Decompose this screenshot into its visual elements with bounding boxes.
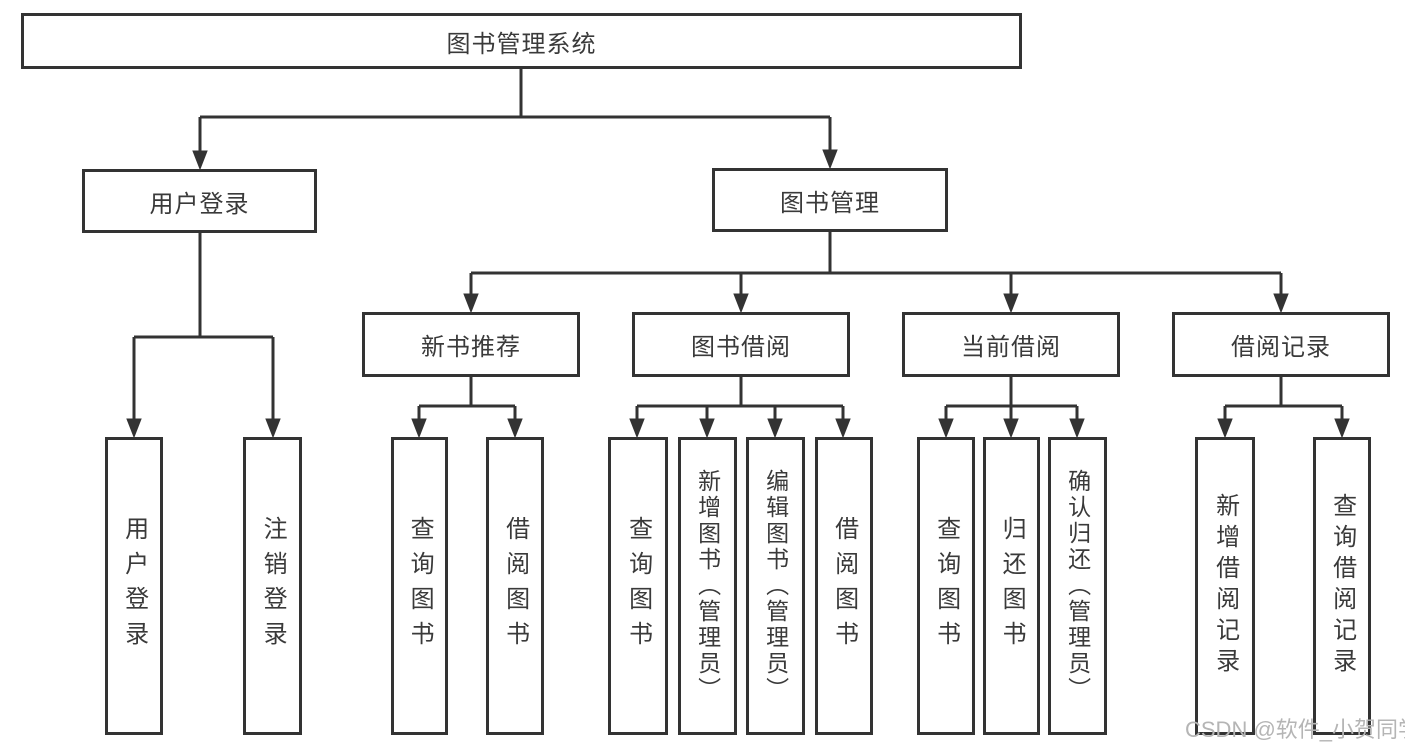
node-book-management-label: 图书管理 (780, 189, 880, 217)
leaf-current-return-books: 归还图书 (983, 437, 1040, 735)
node-book-borrowing: 图书借阅 (632, 312, 850, 377)
connector-borrow-to-leaves (629, 377, 851, 439)
leaf-borrow-edit-books-admin: 编辑图书（管理员） (746, 437, 805, 735)
node-book-borrowing-label: 图书借阅 (691, 334, 791, 361)
leaf-borrow-borrow-books: 借阅图书 (815, 437, 873, 735)
node-new-book-recommend-label: 新书推荐 (421, 334, 521, 361)
node-book-management: 图书管理 (712, 168, 948, 232)
leaf-user-login-label: 用户登录 (120, 516, 148, 656)
node-user-login: 用户登录 (82, 169, 317, 233)
leaf-current-confirm-return-admin: 确认归还（管理员） (1048, 437, 1107, 735)
leaf-newbook-borrow-books: 借阅图书 (486, 437, 544, 735)
leaf-borrow-add-books-admin: 新增图书（管理员） (678, 437, 737, 735)
node-borrowing-records: 借阅记录 (1172, 312, 1390, 377)
leaf-user-login: 用户登录 (105, 437, 163, 735)
leaf-current-return-books-label: 归还图书 (998, 516, 1026, 656)
leaf-borrow-query-books: 查询图书 (608, 437, 668, 735)
leaf-newbook-borrow-books-label: 借阅图书 (501, 516, 529, 656)
leaf-records-query-record-label: 查询借阅记录 (1328, 493, 1356, 679)
leaf-records-add-record: 新增借阅记录 (1195, 437, 1255, 735)
node-current-borrowing: 当前借阅 (902, 312, 1120, 377)
leaf-current-query-books: 查询图书 (917, 437, 975, 735)
leaf-borrow-edit-books-admin-label: 编辑图书（管理员） (762, 469, 789, 703)
node-current-borrowing-label: 当前借阅 (961, 334, 1061, 361)
leaf-records-add-record-label: 新增借阅记录 (1211, 493, 1239, 679)
leaf-current-confirm-return-admin-label: 确认归还（管理员） (1064, 469, 1091, 703)
leaf-newbook-query-books-label: 查询图书 (406, 516, 434, 656)
leaf-borrow-query-books-label: 查询图书 (624, 516, 652, 656)
node-user-login-label: 用户登录 (149, 190, 250, 218)
leaf-borrow-add-books-admin-label: 新增图书（管理员） (694, 469, 721, 703)
leaf-borrow-borrow-books-label: 借阅图书 (830, 516, 858, 656)
node-root: 图书管理系统 (21, 13, 1022, 69)
connector-current-to-leaves (938, 377, 1085, 439)
leaf-current-query-books-label: 查询图书 (932, 516, 960, 656)
node-borrowing-records-label: 借阅记录 (1231, 334, 1331, 361)
connector-root-to-level2 (192, 69, 838, 171)
connector-userlogin-to-leaves (126, 233, 281, 439)
connector-newbook-to-leaves (411, 377, 523, 439)
node-new-book-recommend: 新书推荐 (362, 312, 580, 377)
connector-bookmgmt-to-level3 (463, 232, 1289, 314)
leaf-logout-label: 注销登录 (259, 516, 287, 656)
node-root-label: 图书管理系统 (446, 30, 597, 58)
leaf-newbook-query-books: 查询图书 (391, 437, 448, 735)
connector-records-to-leaves (1217, 377, 1350, 439)
csdn-watermark: CSDN @软件_小贺同学 (1185, 717, 1405, 742)
leaf-records-query-record: 查询借阅记录 (1313, 437, 1371, 735)
leaf-logout: 注销登录 (243, 437, 302, 735)
